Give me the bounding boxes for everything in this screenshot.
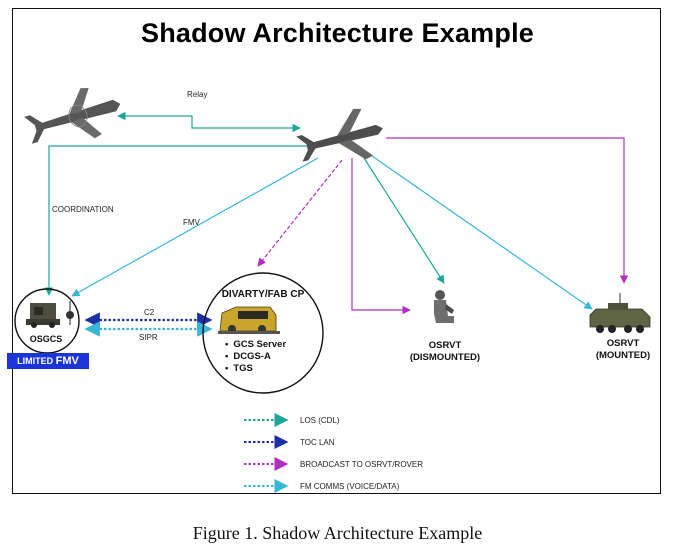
relay-label: Relay xyxy=(187,90,208,99)
uav-icon xyxy=(24,87,121,144)
uav-icon xyxy=(296,108,383,162)
limited-fmv-suffix: FMV xyxy=(55,355,79,367)
divarty-item: TGS xyxy=(225,363,286,375)
limited-fmv-badge: LIMITED FMV xyxy=(7,353,89,369)
divarty-node-circle xyxy=(202,272,324,394)
los-dismounted-link xyxy=(363,157,445,284)
legend-label-fm: FM COMMS (VOICE/DATA) xyxy=(300,482,400,491)
osrvt-mounted-label: OSRVT (MOUNTED) xyxy=(585,338,661,362)
figure-caption: Figure 1. Shadow Architecture Example xyxy=(192,523,483,543)
osgcs-label: OSGCS xyxy=(29,334,63,344)
divarty-label: DIVARTY/FAB CP xyxy=(221,289,305,300)
osrvt-mounted-line-2: (MOUNTED) xyxy=(595,350,651,361)
legend-label-broadcast: BROADCAST TO OSRVT/ROVER xyxy=(300,460,423,469)
los-mounted-link xyxy=(371,155,593,310)
command-post-vehicle-icon xyxy=(218,306,280,334)
ground-control-station-icon xyxy=(26,301,74,328)
osrvt-dismounted-label: OSRVT (DISMOUNTED) xyxy=(400,340,490,364)
legend-label-toc-lan: TOC LAN xyxy=(300,438,335,447)
sipr-label: SIPR xyxy=(139,333,158,342)
broadcast-dismounted-link xyxy=(351,158,411,315)
fmv-label: FMV xyxy=(183,218,200,227)
diagram-title: Shadow Architecture Example xyxy=(140,18,534,48)
broadcast-mounted-link xyxy=(386,137,629,284)
osrvt-dismounted-line-1: OSRVT xyxy=(428,340,462,351)
fmv-link xyxy=(71,157,319,297)
limited-fmv-prefix: LIMITED xyxy=(17,356,54,366)
legend-label-los: LOS (CDL) xyxy=(300,416,340,425)
osrvt-dismounted-line-2: (DISMOUNTED) xyxy=(409,352,481,363)
armored-vehicle-icon xyxy=(589,293,651,333)
divarty-item-list: GCS Server DCGS-A TGS xyxy=(225,339,286,375)
divarty-item: GCS Server xyxy=(225,339,286,351)
coordination-label: COORDINATION xyxy=(52,205,114,214)
diagram-frame xyxy=(12,8,661,494)
kneeling-soldier-icon xyxy=(434,290,454,323)
divarty-item: DCGS-A xyxy=(225,351,286,363)
broadcast-divarty-link xyxy=(257,159,343,267)
coordination-link xyxy=(44,145,310,296)
c2-label: C2 xyxy=(144,308,155,317)
osrvt-mounted-line-1: OSRVT xyxy=(606,338,640,349)
relay-link xyxy=(117,111,301,133)
